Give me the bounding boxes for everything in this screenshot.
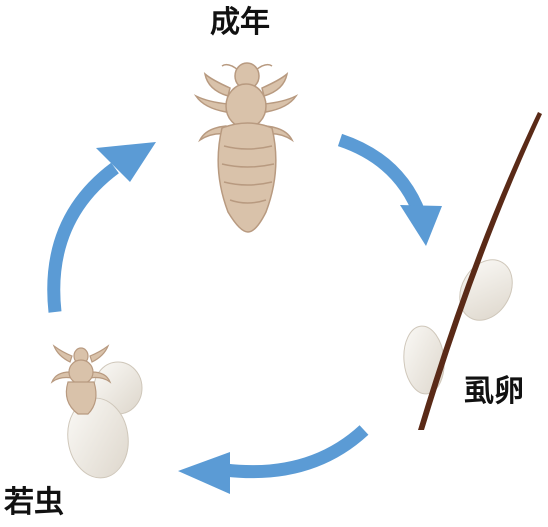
arrow-adult-to-egg [340,140,420,215]
hair-with-eggs-illustration [401,112,542,430]
arrow-egg-to-nymph [225,430,364,472]
arrow-head-egg [400,205,442,246]
arrow-nymph-to-adult [54,168,115,312]
adult-louse-illustration [196,63,296,232]
arrow-head-nymph [178,452,230,494]
nymph-illustration [52,346,142,482]
